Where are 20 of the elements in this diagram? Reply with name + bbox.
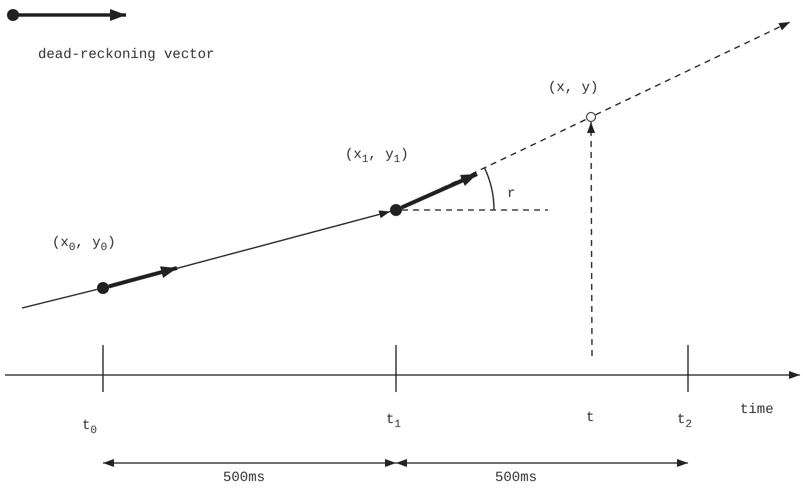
coordinate-label: (x$_{0}$, y$_{0}$) [52,235,116,251]
vector-arrow [108,266,178,288]
legend-label: dead-reckoning vector [38,47,214,63]
axis-label: time [740,402,774,418]
time-label: t$_{2}$ [677,412,692,428]
line [22,288,98,309]
time-label: t [586,410,594,426]
dashed-arrow [595,21,790,116]
coordinate-label: (x$_{1}$, y$_{1}$) [345,147,409,163]
vector-arrow [400,172,478,210]
dashed-arrow [587,122,596,356]
dimension-label: 500ms [223,470,266,486]
time-label: t$_{1}$ [386,412,402,428]
coordinate-label: (x, y) [548,80,598,96]
position-dot [390,204,402,216]
time-label: t$_{0}$ [82,418,98,434]
dimension-label: 500ms [495,470,538,486]
predicted-point-circle [586,112,596,122]
position-dot [97,282,109,294]
angle-label: r [507,186,516,202]
